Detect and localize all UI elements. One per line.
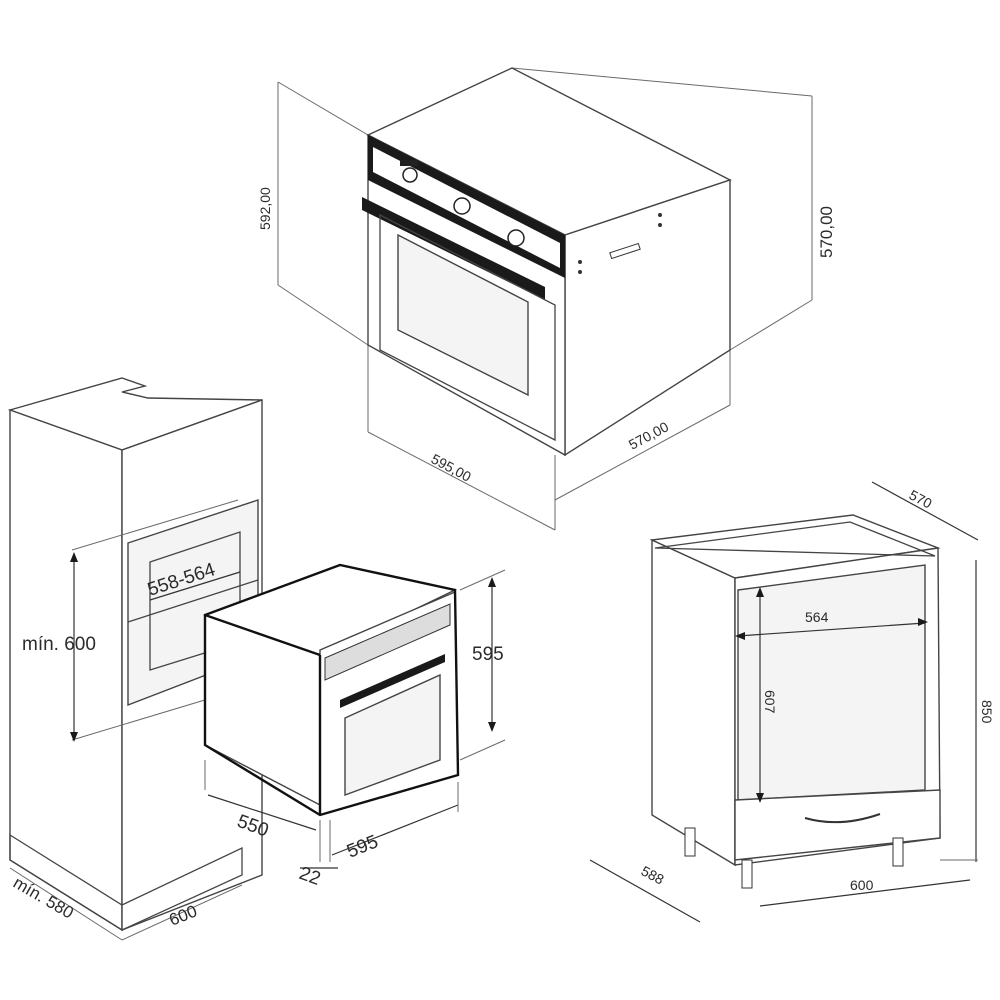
oven-isometric: 592,00 570,00 595,00 570,00 xyxy=(257,67,836,531)
insert-oven-height-label: 595 xyxy=(472,644,504,665)
column-min-height-label: mín. 600 xyxy=(22,634,96,655)
uc-depth-top-label: 570 xyxy=(907,487,935,512)
uc-inner-width-label: 564 xyxy=(805,609,829,625)
uc-depth-bottom-label: 588 xyxy=(639,863,667,888)
insert-front-label: 22 xyxy=(296,863,323,890)
oven-depth-bottom-label: 570,00 xyxy=(626,418,672,452)
oven-width-label: 595,00 xyxy=(429,451,475,485)
knob-icon xyxy=(400,160,525,247)
uc-height-label: 850 xyxy=(979,700,995,724)
under-counter-cabinet: 570 850 564 607 588 600 xyxy=(589,481,995,923)
uc-width-label: 600 xyxy=(850,877,874,893)
oven-insert: 595 550 22 595 xyxy=(202,563,506,890)
oven-depth-right-label: 570,00 xyxy=(817,206,836,258)
uc-inner-height-label: 607 xyxy=(762,690,778,714)
oven-height-label: 592,00 xyxy=(257,187,273,230)
insert-oven-width-label: 595 xyxy=(344,831,381,862)
